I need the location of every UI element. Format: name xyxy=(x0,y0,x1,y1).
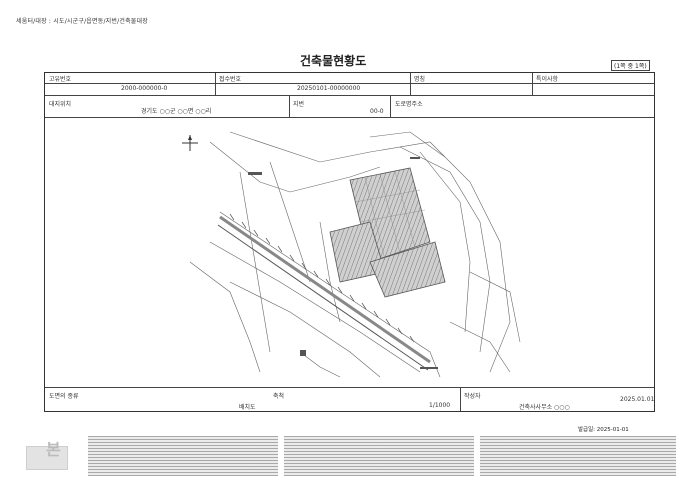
notice-block-3 xyxy=(480,436,676,476)
lot-value: 00-0 xyxy=(370,108,384,115)
north-arrow-icon xyxy=(182,135,198,151)
notice-block-1 xyxy=(88,436,278,476)
location-value: 경기도 ○○군 ○○면 ○○리 xyxy=(141,108,212,115)
page-label: (1쪽 중 1쪽) xyxy=(611,60,650,71)
receipt-label: 접수번호 xyxy=(219,76,242,83)
site-plan-drawing xyxy=(189,131,521,378)
unique-no-value: 2000-000000-0 xyxy=(121,85,168,92)
unique-no-label: 고유번호 xyxy=(49,76,72,83)
author-label: 작성자 xyxy=(464,393,481,400)
drawing-type-label: 도면의 종류 xyxy=(49,393,79,400)
document-header-path: 세움터/대장 : 시도/시군구/읍면동/지번/건축물대장 xyxy=(16,18,148,25)
footer-notice-area: 본 xyxy=(20,434,682,478)
scale-label: 축척 xyxy=(273,393,285,400)
receipt-value: 20250101-00000000 xyxy=(297,85,361,92)
stamp-image xyxy=(26,446,68,470)
document-title: 건축물현황도 xyxy=(300,54,367,68)
scale-value: 1/1000 xyxy=(429,402,451,409)
author-value: 건축사사무소 ○○○ xyxy=(519,404,570,411)
notice-block-2 xyxy=(284,436,474,476)
special-label: 특이사항 xyxy=(536,76,559,83)
document-frame: 고유번호 2000-000000-0 접수번호 20250101-0000000… xyxy=(44,72,655,412)
lot-label: 지번 xyxy=(293,101,305,108)
drawing-type-value: 배치도 xyxy=(239,404,256,411)
location-label: 대지위치 xyxy=(49,101,72,108)
stamp-mark: 본 xyxy=(46,440,61,459)
road-address-label: 도로명주소 xyxy=(395,101,423,108)
issued-text: 발급일: 2025-01-01 xyxy=(578,427,629,433)
date-value: 2025.01.01 xyxy=(620,396,655,403)
name-label: 명칭 xyxy=(414,76,426,83)
